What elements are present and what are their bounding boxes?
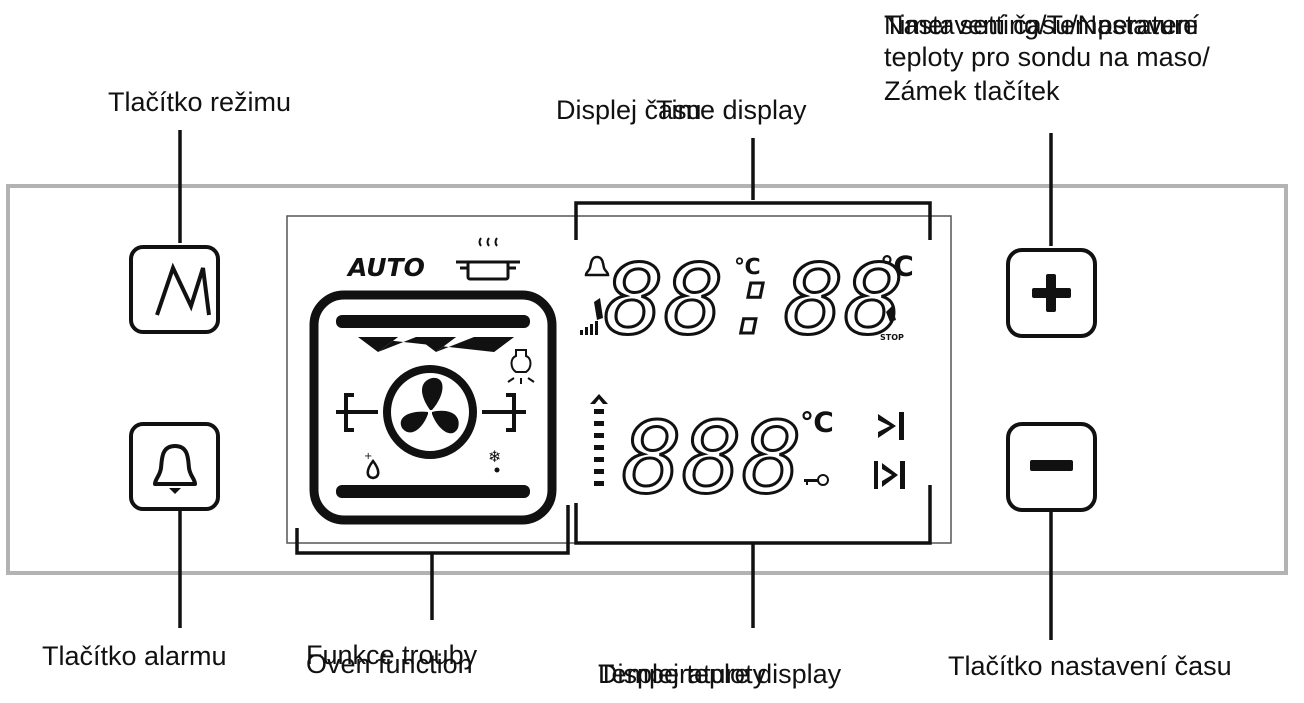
timer-label-line3: Zámek tlačítek xyxy=(884,76,1060,106)
time-celsius-left: ℃ xyxy=(734,255,761,280)
key-lock-icon xyxy=(804,474,829,486)
time-setting-button-label: Tlačítko nastavení času xyxy=(948,651,1232,681)
control-panel-outline xyxy=(6,184,1288,575)
svg-text:❄: ❄ xyxy=(488,447,501,466)
bottom-heating-element xyxy=(336,485,530,498)
oven-function-label-en: Oven function xyxy=(306,649,473,679)
mode-button-label: Tlačítko režimu xyxy=(108,87,292,117)
alarm-button[interactable] xyxy=(129,422,220,511)
temperature-display: 888 ℃ xyxy=(590,394,905,518)
bell-icon xyxy=(153,444,197,486)
time-celsius-right: ℃ xyxy=(880,250,914,283)
side-heating-right xyxy=(482,393,526,432)
temperature-display-label-en: Temperature display xyxy=(598,659,842,689)
svg-text:STOP: STOP xyxy=(880,333,904,342)
fan-ring xyxy=(383,365,477,459)
stop-probe-icon: STOP xyxy=(880,306,904,342)
bracket-time-display xyxy=(574,201,932,240)
skip-icon xyxy=(878,412,904,440)
side-heating-left xyxy=(336,393,378,432)
plus-button[interactable] xyxy=(1006,248,1097,338)
timer-label-line1-cz: Nastavení času/Nastavení xyxy=(884,10,1200,40)
lamp-icon xyxy=(507,349,535,384)
oven-function-icons: AUTO xyxy=(309,237,557,525)
bracket-temperature-display xyxy=(574,485,932,545)
minus-button[interactable] xyxy=(1006,422,1097,512)
temperature-display-label-cz: Displej teploty xyxy=(598,659,767,689)
timer-bell-icon xyxy=(584,255,610,277)
timer-label-line2: teploty pro sondu na maso/ xyxy=(884,42,1210,72)
double-skip-icon xyxy=(874,461,905,489)
defrost-icon: ❄ xyxy=(488,447,501,473)
svg-text:+: + xyxy=(364,451,372,462)
time-display-label-en: Time display xyxy=(656,95,807,125)
bracket-oven-function xyxy=(295,505,570,555)
time-display: 88:88 ℃ ℃ STOP xyxy=(580,243,914,358)
time-digits: 88:88 xyxy=(604,244,904,356)
mode-m-icon xyxy=(155,262,211,316)
timer-label-line1-en: Timer setting/Temperature xyxy=(884,10,1199,40)
auto-label: AUTO xyxy=(346,253,425,282)
fan-icon xyxy=(400,377,459,434)
time-display-label-cz: Displej času xyxy=(556,95,702,125)
probe-icon xyxy=(580,298,603,335)
oven-frame xyxy=(309,290,557,525)
mode-button[interactable] xyxy=(129,245,220,334)
temperature-level-bar xyxy=(590,394,608,486)
alarm-button-label: Tlačítko alarmu xyxy=(42,641,227,671)
minus-icon xyxy=(1030,460,1073,471)
oven-function-label-cz: Funkce trouby xyxy=(306,640,478,670)
pot-icon xyxy=(456,237,520,281)
temperature-digits: 888 xyxy=(622,402,802,516)
temperature-celsius: ℃ xyxy=(800,406,834,439)
top-heating-element xyxy=(336,315,530,328)
water-drop-icon: + xyxy=(364,451,380,480)
